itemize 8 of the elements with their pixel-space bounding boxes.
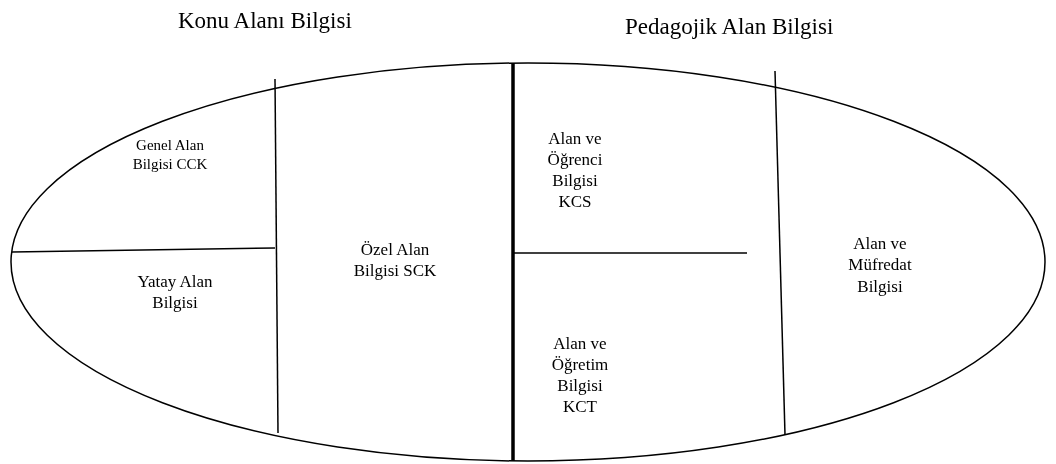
section-label: Genel Alan Bilgisi CCK [131,136,209,174]
section-label: Yatay Alan Bilgisi [136,270,214,314]
section-label: Alan ve Öğretim Bilgisi KCT [550,332,610,418]
section-heading: Konu Alanı Bilgisi [178,8,352,34]
section-label: Özel Alan Bilgisi SCK [352,238,438,282]
section-label: Alan ve Öğrenci Bilgisi KCS [546,127,604,213]
section-heading: Pedagojik Alan Bilgisi [625,14,834,40]
section-label: Alan ve Müfredat Bilgisi [847,233,913,297]
